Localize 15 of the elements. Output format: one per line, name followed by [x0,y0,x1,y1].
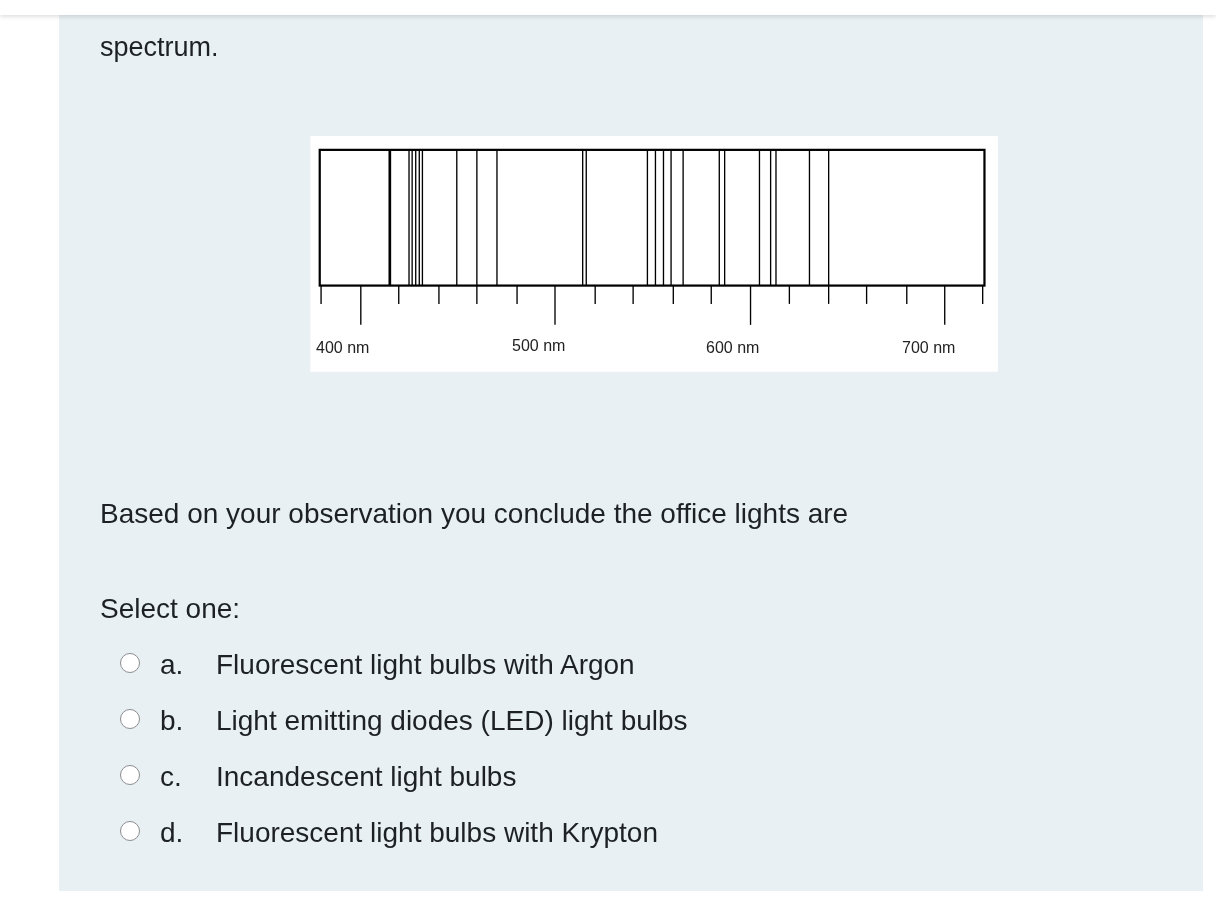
option-text: Light emitting diodes (LED) light bulbs [216,705,688,738]
axis-tick-label: 400 nm [316,339,370,358]
option-text: Incandescent light bulbs [216,761,517,794]
option-letter: c. [160,761,182,794]
axis-tick-label: 500 nm [512,337,566,356]
option-text: Fluorescent light bulbs with Krypton [216,817,658,850]
option-text: Fluorescent light bulbs with Argon [216,649,635,682]
axis-tick-label: 600 nm [706,339,760,358]
instruction-text: Select one: [100,593,241,626]
option-letter: b. [160,705,184,738]
axis-tick-label: 700 nm [902,339,956,358]
option-letter: d. [160,817,184,850]
option-letter: a. [160,649,184,682]
question-text: Based on your observation you conclude the office lights are [100,498,849,531]
body-text: spectrum. [100,32,219,64]
